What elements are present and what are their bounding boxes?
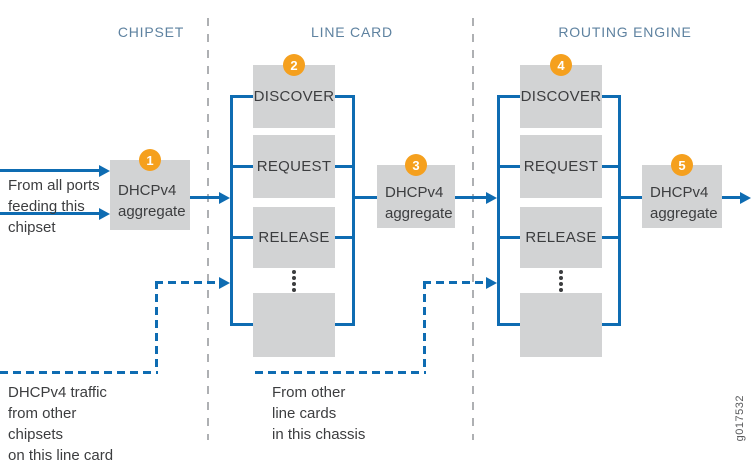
stack1-connector xyxy=(230,95,253,98)
dashed-line-linecards-bottom xyxy=(255,371,426,374)
note-line: on this line card xyxy=(8,447,114,464)
arrowhead-icon xyxy=(486,192,497,204)
stack1-connector xyxy=(335,323,355,326)
note-dhcp-traffic: DHCPv4 traffic from other chipsets on th… xyxy=(8,382,113,466)
section-header-routing-engine: ROUTING ENGINE xyxy=(558,24,692,40)
arrowhead-icon xyxy=(219,192,230,204)
aggregate-label-line: aggregate xyxy=(650,204,718,222)
line-input-bottom xyxy=(0,212,99,215)
stack2-connector xyxy=(602,165,621,168)
note-line: in this chassis xyxy=(272,426,366,443)
note-line: chipset xyxy=(8,219,56,236)
stack1-connector xyxy=(230,236,253,239)
arrowhead-icon xyxy=(99,208,110,220)
stack1-rail-left xyxy=(230,95,233,326)
note-line: feeding this xyxy=(8,198,85,215)
line-stack2-to-agg5 xyxy=(618,196,642,199)
aggregate-label-line: aggregate xyxy=(385,204,453,222)
note-line: From all ports xyxy=(8,177,100,194)
section-header-chipset: CHIPSET xyxy=(117,24,185,40)
stack2-box-request: REQUEST xyxy=(520,135,602,198)
stack2-connector xyxy=(602,323,621,326)
step-badge-1: 1 xyxy=(139,149,161,171)
stack2-connector xyxy=(497,165,520,168)
stack1-connector xyxy=(230,323,253,326)
aggregate-label-line: DHCPv4 xyxy=(118,182,177,199)
figure-id: g017532 xyxy=(734,395,746,442)
dashed-line-chipsets-bottom xyxy=(0,371,158,374)
note-line: DHCPv4 traffic xyxy=(8,384,107,401)
note-line: chipsets xyxy=(8,426,64,443)
note-from-all-ports: From all ports feeding this chipset xyxy=(8,175,100,238)
line-input-top xyxy=(0,169,99,172)
aggregate-label-line: DHCPv4 xyxy=(650,183,709,201)
step-badge-4: 4 xyxy=(550,54,572,76)
aggregate-label-line: aggregate xyxy=(118,203,186,220)
ellipsis-dots xyxy=(292,270,296,292)
line-stack1-to-agg3 xyxy=(352,196,377,199)
stack1-rail-right xyxy=(352,95,355,326)
section-divider-1 xyxy=(207,18,209,440)
stack1-connector xyxy=(335,95,355,98)
stack1-connector xyxy=(335,165,355,168)
note-line: from other xyxy=(8,405,77,422)
arrowhead-icon xyxy=(740,192,751,204)
section-header-line-card: LINE CARD xyxy=(311,24,393,40)
stack2-connector xyxy=(602,236,621,239)
note-from-other-line-cards: From other line cards in this chassis xyxy=(272,382,365,445)
stack2-rail-right xyxy=(618,95,621,326)
stack1-box-release: RELEASE xyxy=(253,207,335,268)
stack1-connector xyxy=(335,236,355,239)
note-line: line cards xyxy=(272,405,337,422)
line-agg1-to-stack xyxy=(190,196,220,199)
step-badge-5: 5 xyxy=(671,154,693,176)
dashed-line-chipsets-vertical xyxy=(155,281,158,371)
arrowhead-icon xyxy=(219,277,230,289)
stack2-rail-left xyxy=(497,95,500,326)
arrowhead-icon xyxy=(99,165,110,177)
dashed-line-linecards-top xyxy=(423,281,486,284)
ellipsis-dots xyxy=(559,270,563,292)
stack2-connector xyxy=(602,95,621,98)
stack2-box-other xyxy=(520,293,602,357)
stack1-connector xyxy=(230,165,253,168)
section-divider-2 xyxy=(472,18,474,440)
note-line: From other xyxy=(272,384,346,401)
aggregate-label-line: DHCPv4 xyxy=(385,183,444,201)
dashed-line-linecards-vertical xyxy=(423,281,426,371)
arrowhead-icon xyxy=(486,277,497,289)
stack2-connector xyxy=(497,236,520,239)
stack1-box-request: REQUEST xyxy=(253,135,335,198)
stack2-box-release: RELEASE xyxy=(520,207,602,268)
step-badge-3: 3 xyxy=(405,154,427,176)
line-agg3-to-stack xyxy=(455,196,487,199)
aggregate-box-1: DHCPv4 aggregate xyxy=(110,160,190,230)
stack2-connector xyxy=(497,323,520,326)
step-badge-2: 2 xyxy=(283,54,305,76)
stack1-box-other xyxy=(253,293,335,357)
dashed-line-chipsets-top xyxy=(155,281,219,284)
stack2-connector xyxy=(497,95,520,98)
line-agg5-out xyxy=(722,196,741,199)
